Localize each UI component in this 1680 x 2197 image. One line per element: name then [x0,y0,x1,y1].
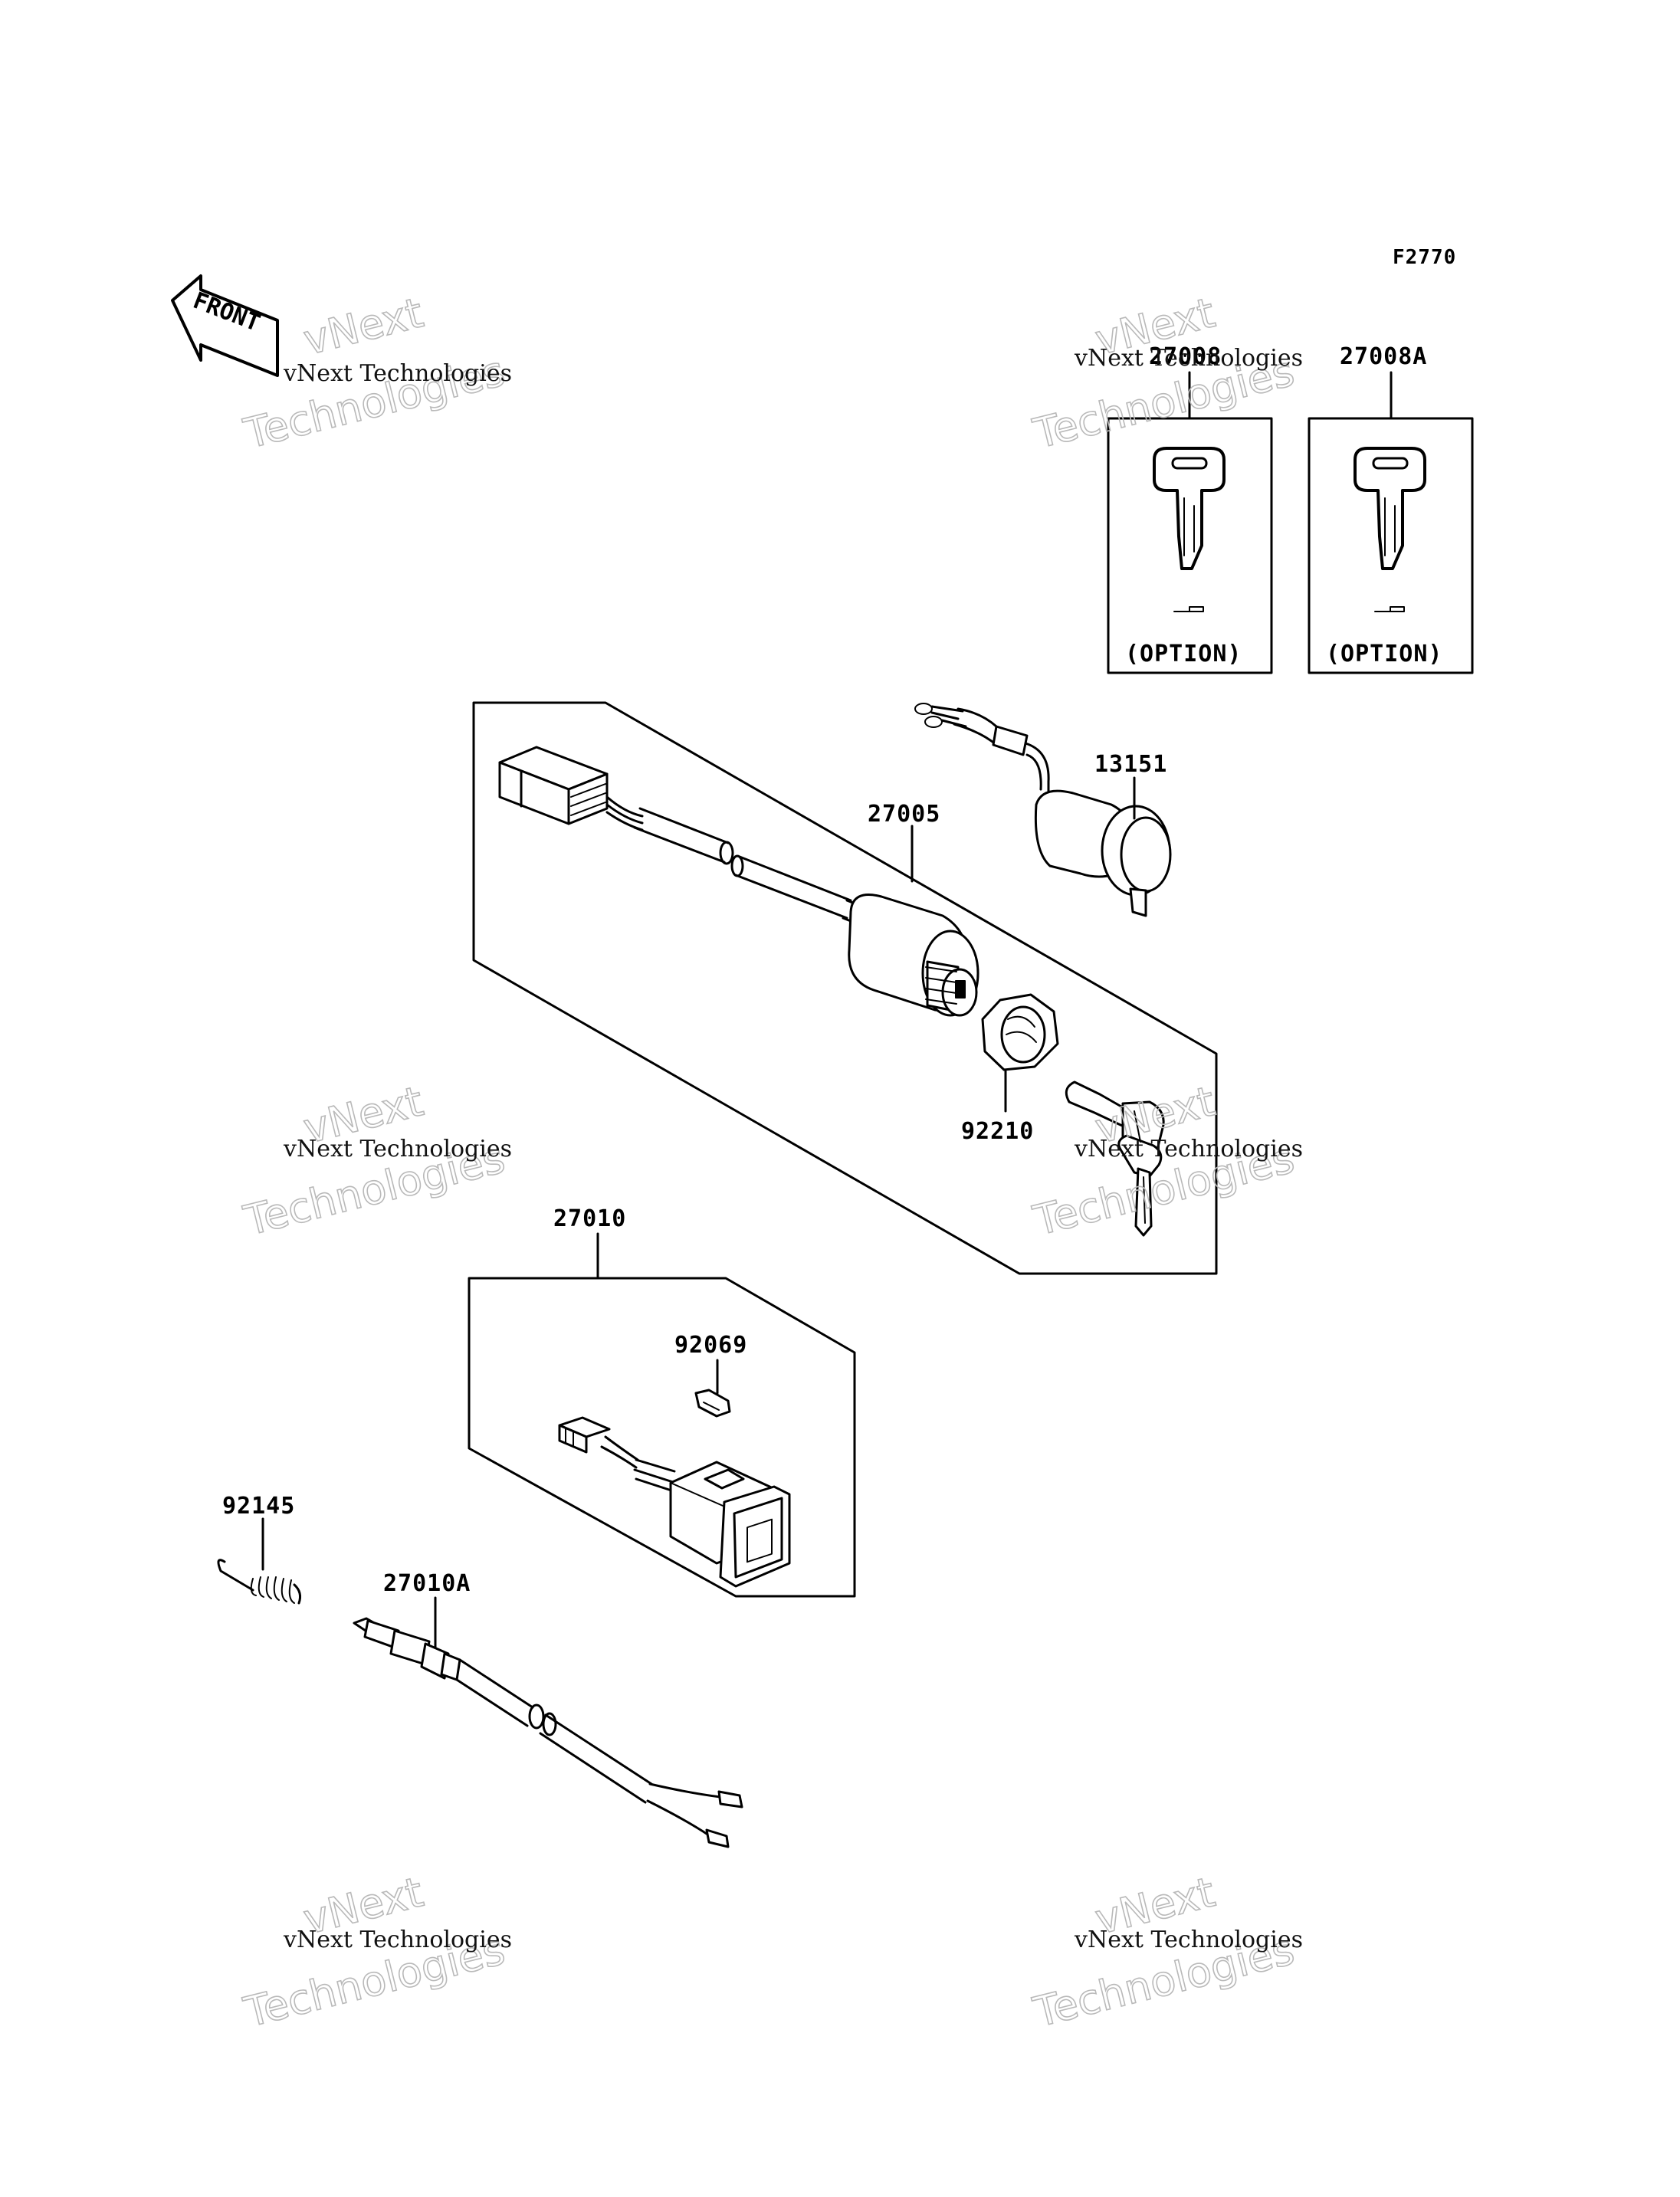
svg-text:vNext Technologies: vNext Technologies [283,1136,512,1162]
option-key-box-right: (OPTION) [1308,371,1474,674]
brake-light-switch-icon [353,1617,743,1848]
key-icon [1153,447,1226,570]
front-arrow-icon: FRONT [171,274,279,377]
part-27008-label: 27008 [1149,343,1222,370]
watermark-middle-left: vNext Technologies vNext Technologies [238,1077,512,1246]
part-27008a-label: 27008A [1340,343,1427,370]
nut-icon [981,993,1059,1071]
part-27005-label: 27005 [868,801,940,828]
svg-text:vNext Technologies: vNext Technologies [283,1926,512,1953]
svg-text:vNext Technologies: vNext Technologies [283,360,512,387]
part-27010a-label: 27010A [383,1570,471,1597]
watermark-bottom-left: vNext Technologies vNext Technologies [238,1867,512,2038]
part-92069-label: 92069 [674,1332,747,1359]
option-label-right: (OPTION) [1326,641,1443,667]
connector-icon [498,746,609,825]
spring-icon [217,1559,301,1605]
option-label-left: (OPTION) [1125,641,1242,667]
watermark-bottom-right: vNext Technologies vNext Technologies [1028,1867,1303,2038]
part-92210-label: 92210 [961,1118,1034,1145]
ignition-switch-icon [848,894,979,1017]
figure-code: F2770 [1393,246,1456,269]
watermark-top-left: vNext Technologies vNext Technologies [238,288,512,459]
rocker-switch-icon [558,1416,791,1588]
front-label: FRONT [189,287,264,337]
part-27010-label: 27010 [553,1205,626,1232]
svg-text:vNext Technologies: vNext Technologies [1074,1926,1303,1953]
option-key-box-left: (OPTION) [1107,371,1273,674]
bulb-icon [694,1389,731,1418]
svg-text:vNext Technologies: vNext Technologies [1074,345,1303,372]
part-13151-label: 13151 [1094,751,1167,778]
watermark-top-right: vNext Technologies vNext Technologies [1028,288,1303,459]
lock-cylinder-icon [914,703,1172,917]
key-profile-icon [1374,606,1405,612]
wire-harness [605,795,868,927]
assembly-box-27005 [472,701,1218,1275]
key-profile-icon [1173,606,1204,612]
key-icon [1354,447,1426,570]
svg-text:vNext Technologies: vNext Technologies [1074,1136,1303,1162]
part-92145-label: 92145 [222,1493,295,1520]
key-pair-icon [1065,1080,1165,1237]
assembly-box-27010 [468,1277,856,1598]
svg-text:vNext: vNext [299,288,428,364]
